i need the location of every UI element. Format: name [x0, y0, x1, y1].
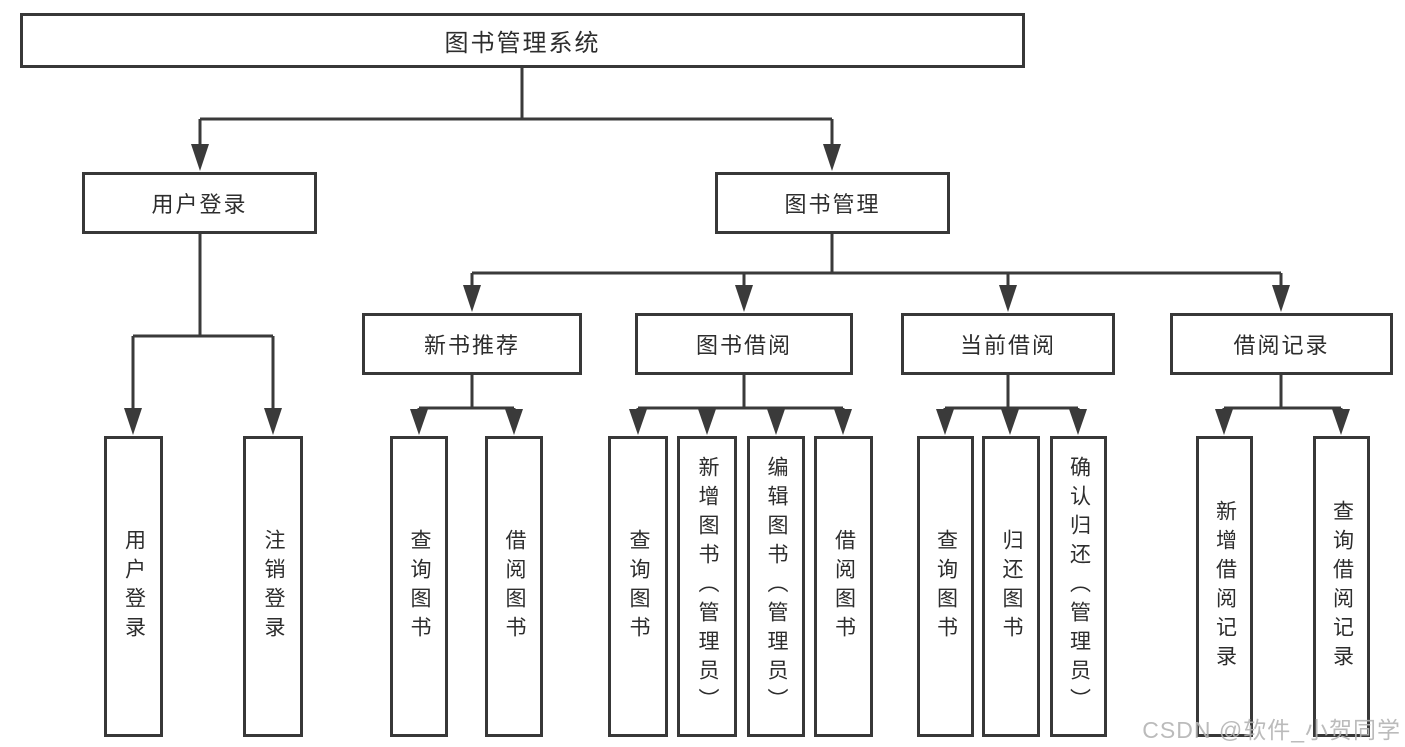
leaf-bb-borrow-books: 借阅图书: [814, 436, 873, 737]
leaf-br-add-record: 新增借阅记录: [1196, 436, 1253, 737]
connector-user-login-to-leaves: [124, 234, 282, 435]
leaf-logout: 注销登录: [243, 436, 303, 737]
node-borrow-records: 借阅记录: [1170, 313, 1393, 375]
node-book-mgmt-branch: 图书管理: [715, 172, 950, 234]
leaf-cb-return-books: 归还图书: [982, 436, 1040, 737]
leaf-bb-edit-book-admin: 编辑图书（管理员）: [747, 436, 805, 737]
leaf-bb-query-books: 查询图书: [608, 436, 668, 737]
node-current-borrow: 当前借阅: [901, 313, 1115, 375]
leaf-nbr-borrow-books: 借阅图书: [485, 436, 543, 737]
leaf-cb-query-books: 查询图书: [917, 436, 974, 737]
watermark: CSDN @软件_小贺同学: [1142, 717, 1401, 743]
connector-current-borrow-to-leaves: [936, 375, 1087, 435]
node-new-book-rec: 新书推荐: [362, 313, 582, 375]
node-library-system: 图书管理系统: [20, 13, 1025, 68]
connector-book-borrow-to-leaves: [629, 375, 852, 435]
connector-root-to-branches: [191, 68, 841, 171]
connector-new-book-rec-to-leaves: [410, 375, 523, 435]
leaf-cb-confirm-return-admin: 确认归还（管理员）: [1050, 436, 1107, 737]
leaf-bb-add-book-admin: 新增图书（管理员）: [677, 436, 737, 737]
node-user-login-branch: 用户登录: [82, 172, 317, 234]
leaf-user-login: 用户登录: [104, 436, 163, 737]
connector-book-mgmt-to-sections: [463, 234, 1290, 312]
leaf-nbr-query-books: 查询图书: [390, 436, 448, 737]
node-book-borrow: 图书借阅: [635, 313, 853, 375]
connector-borrow-records-to-leaves: [1215, 375, 1350, 435]
leaf-br-query-record: 查询借阅记录: [1313, 436, 1370, 737]
